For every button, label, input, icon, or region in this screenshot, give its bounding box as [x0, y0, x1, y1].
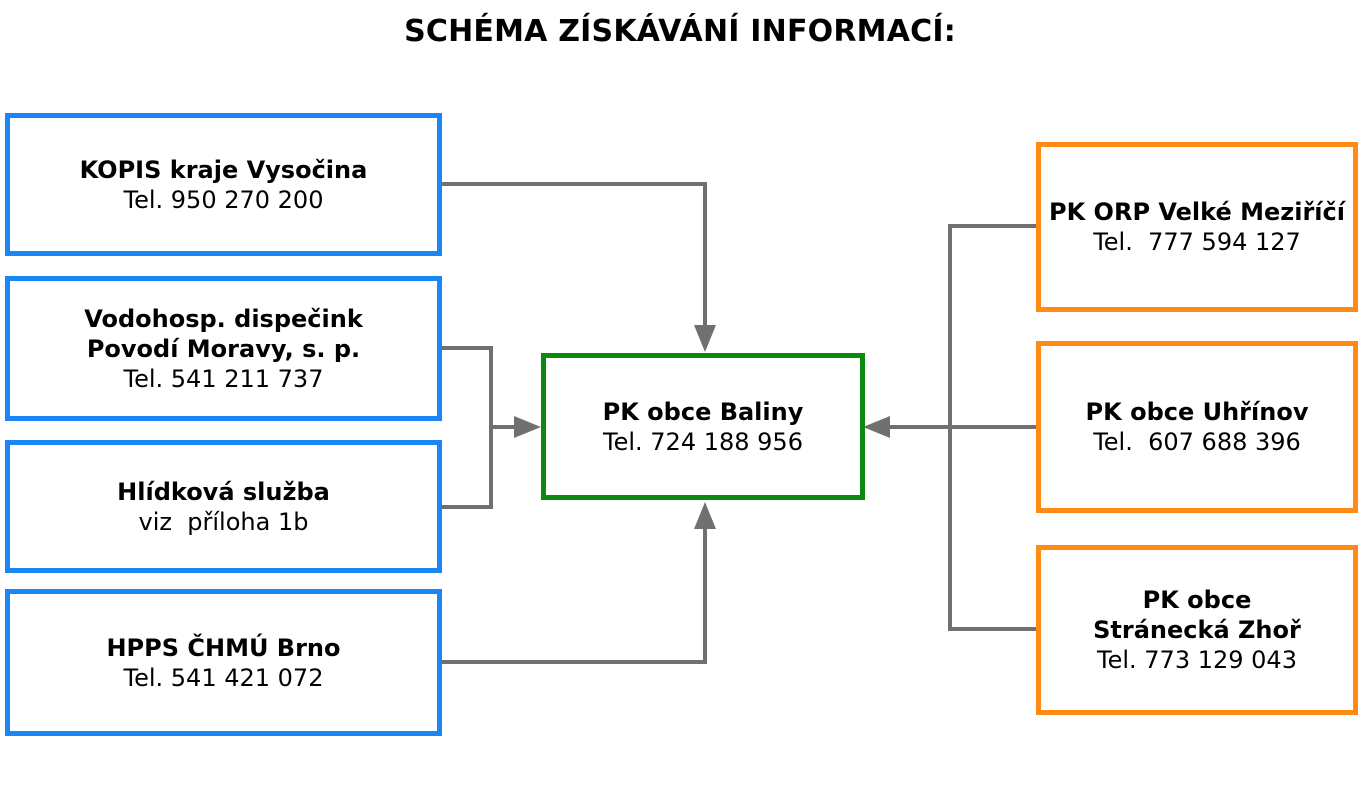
neighbor-box-stranecka-zhor: PK obce Stránecká Zhoř Tel. 773 129 043 [1036, 545, 1358, 715]
center-phone: Tel. 724 188 956 [603, 427, 803, 456]
neighbor-phone: Tel. 773 129 043 [1097, 646, 1297, 674]
source-phone: Tel. 541 421 072 [123, 663, 324, 692]
neighbor-name-line1: PK obce [1142, 586, 1252, 614]
diagram-title: SCHÉMA ZÍSKÁVÁNÍ INFORMACÍ: [404, 14, 956, 49]
arrowhead-down [694, 325, 716, 352]
connector-kopis [441, 182, 707, 328]
source-name: Hlídková služba [117, 477, 330, 506]
source-name-line1: Vodohosp. dispečink [84, 304, 363, 333]
source-phone: Tel. 541 211 737 [123, 364, 324, 393]
source-phone: Tel. 950 270 200 [123, 185, 324, 214]
arrowhead-up [694, 502, 716, 529]
source-reference: viz příloha 1b [138, 507, 309, 536]
neighbor-phone: Tel. 777 594 127 [1093, 228, 1301, 256]
neighbor-name: PK ORP Velké Meziříčí [1049, 198, 1345, 226]
arrowhead-left [863, 416, 890, 438]
source-name: KOPIS kraje Vysočina [79, 155, 368, 184]
neighbor-phone: Tel. 607 688 396 [1093, 428, 1301, 456]
source-box-hlidkova: Hlídková služba viz příloha 1b [5, 440, 442, 573]
center-box-baliny: PK obce Baliny Tel. 724 188 956 [541, 353, 865, 500]
source-box-vodohosp: Vodohosp. dispečink Povodí Moravy, s. p.… [5, 276, 442, 421]
neighbor-name-line2: Stránecká Zhoř [1093, 616, 1301, 644]
source-name-line2: Povodí Moravy, s. p. [86, 334, 361, 363]
center-name: PK obce Baliny [602, 397, 804, 426]
neighbor-box-orp-velke-mezirici: PK ORP Velké Meziříčí Tel. 777 594 127 [1036, 142, 1358, 312]
neighbor-box-uhrinov: PK obce Uhřínov Tel. 607 688 396 [1036, 341, 1358, 513]
source-box-kopis: KOPIS kraje Vysočina Tel. 950 270 200 [5, 113, 442, 256]
source-name: HPPS ČHMÚ Brno [106, 633, 341, 662]
connector-vodohosp [441, 346, 493, 509]
source-box-hpps: HPPS ČHMÚ Brno Tel. 541 421 072 [5, 589, 442, 736]
arrowhead-right [514, 416, 541, 438]
neighbor-name: PK obce Uhřínov [1085, 398, 1309, 426]
connector-hpps [441, 527, 707, 664]
